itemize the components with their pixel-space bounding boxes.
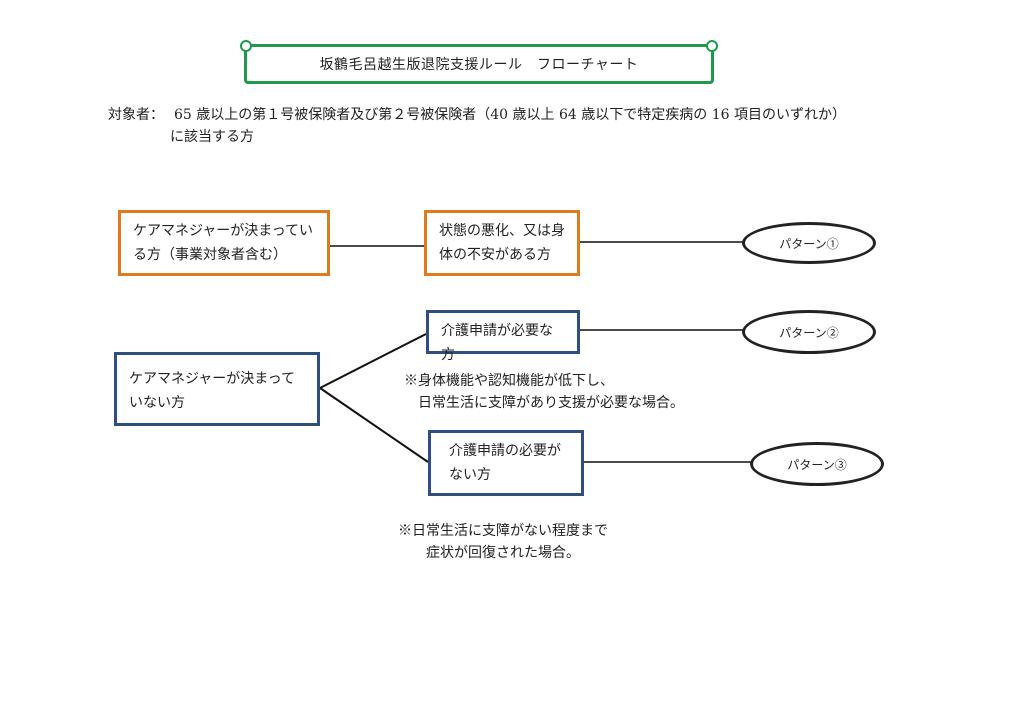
page-title: 坂鶴毛呂越生版退院支援ルール フローチャート bbox=[319, 57, 639, 73]
pattern2-label: パターン② bbox=[779, 325, 839, 340]
note2-line1: ※日常生活に支障がない程度まで bbox=[398, 523, 608, 539]
node-no-care-manager: ケアマネジャーが決まっていない方 bbox=[114, 352, 320, 426]
page-title-banner: 坂鶴毛呂越生版退院支援ルール フローチャート bbox=[240, 40, 718, 84]
pattern1-oval: パターン① bbox=[742, 222, 876, 264]
note1-line2: 日常生活に支障があり支援が必要な場合。 bbox=[418, 395, 684, 411]
node-needs-application-label: 介護申請が必要な方 bbox=[441, 323, 553, 363]
banner-curl-right bbox=[706, 40, 718, 52]
banner-curl-left bbox=[240, 40, 252, 52]
pattern1-label: パターン① bbox=[779, 236, 839, 251]
node-needs-application: 介護申請が必要な方 bbox=[426, 310, 580, 363]
node-condition-worsened-label: 状態の悪化、又は身体の不安がある方 bbox=[439, 223, 565, 263]
node-no-application-needed-label: 介護申請の必要がない方 bbox=[449, 443, 561, 483]
node-no-care-manager-label: ケアマネジャーが決まっていない方 bbox=[129, 371, 296, 411]
node-has-care-manager-label: ケアマネジャーが決まっている方（事業対象者含む） bbox=[133, 223, 314, 263]
pattern3-oval: パターン③ bbox=[750, 442, 884, 486]
note-no-application: ※日常生活に支障がない程度まで 症状が回復された場合。 bbox=[398, 520, 698, 564]
note2-line2: 症状が回復された場合。 bbox=[426, 545, 580, 561]
target-line2: に該当する方 bbox=[170, 129, 254, 145]
note-needs-application: ※身体機能や認知機能が低下し、 日常生活に支障があり支援が必要な場合。 bbox=[404, 370, 724, 414]
node-has-care-manager: ケアマネジャーが決まっている方（事業対象者含む） bbox=[118, 210, 330, 276]
target-line1: 65 歳以上の第１号被保険者及び第２号被保険者（40 歳以上 64 歳以下で特定… bbox=[174, 107, 846, 123]
node-condition-worsened: 状態の悪化、又は身体の不安がある方 bbox=[424, 210, 580, 276]
note1-line1: ※身体機能や認知機能が低下し、 bbox=[404, 373, 614, 389]
target-description: 対象者： 65 歳以上の第１号被保険者及び第２号被保険者（40 歳以上 64 歳以… bbox=[108, 104, 968, 148]
connector-nocm-noneedapply bbox=[319, 387, 429, 463]
connector-nocm-needapply bbox=[319, 333, 427, 389]
node-no-application-needed: 介護申請の必要がない方 bbox=[428, 430, 584, 496]
pattern2-oval: パターン② bbox=[742, 310, 876, 354]
pattern3-label: パターン③ bbox=[787, 457, 847, 472]
target-label: 対象者： bbox=[108, 107, 164, 123]
